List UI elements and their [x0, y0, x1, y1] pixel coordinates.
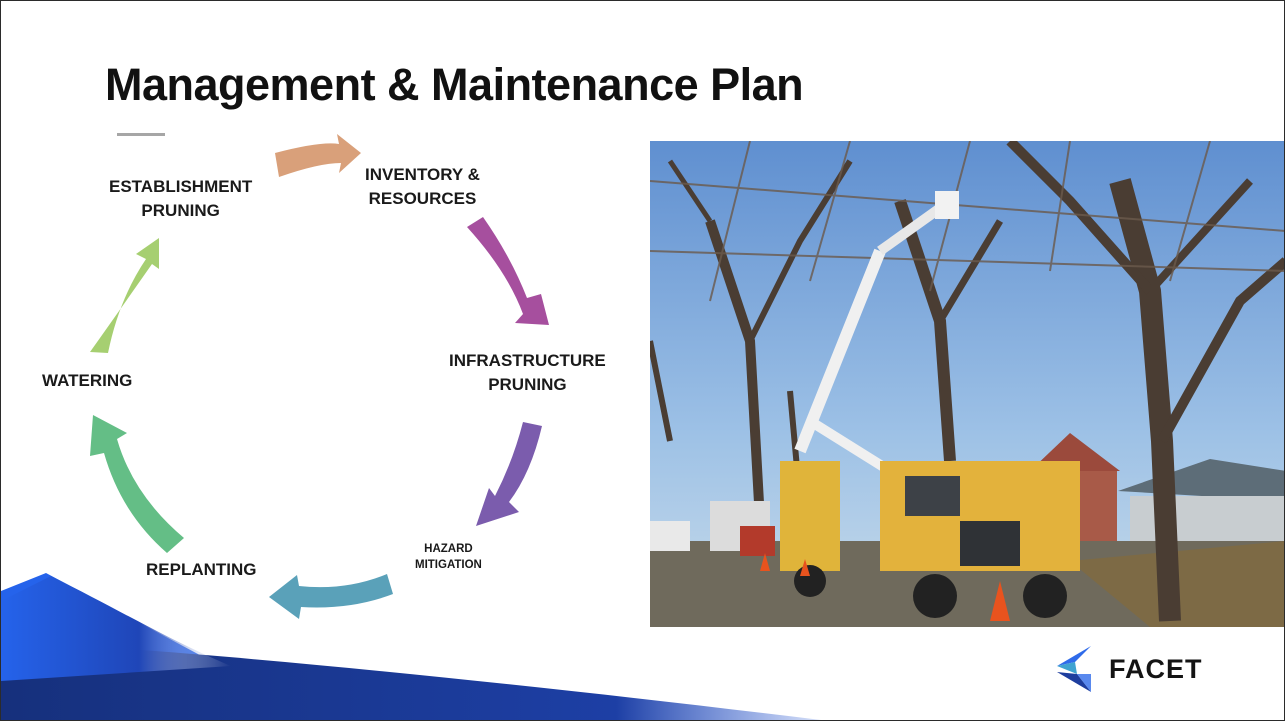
cycle-step-infrastructure: INFRASTRUCTURE PRUNING [449, 349, 606, 397]
cycle-diagram [90, 134, 549, 619]
title-underline [117, 133, 165, 136]
cycle-step-label: REPLANTING [146, 560, 257, 579]
arrow-to-inventory [275, 134, 361, 177]
cycle-step-label: INVENTORY & [365, 165, 480, 184]
arrow-to-watering [90, 415, 184, 553]
tree-pruning-photo [650, 141, 1284, 627]
arrow-to-hazard [476, 422, 542, 526]
arrow-to-infrastructure [467, 217, 549, 325]
cycle-step-replanting: REPLANTING [146, 558, 257, 582]
cycle-step-inventory: INVENTORY & RESOURCES [365, 163, 480, 211]
cycle-step-hazard: HAZARD MITIGATION [415, 541, 482, 573]
arrow-to-replanting [269, 574, 393, 619]
cycle-step-label: ESTABLISHMENT [109, 177, 253, 196]
cycle-step-label: MITIGATION [415, 559, 482, 571]
brand-logo: FACET [1055, 644, 1203, 694]
facet-logo-icon [1057, 646, 1091, 692]
cycle-step-label: RESOURCES [368, 189, 477, 208]
arrow-to-establishment [90, 238, 159, 353]
page-title: Management & Maintenance Plan [105, 59, 804, 110]
cycle-step-establishment: ESTABLISHMENT PRUNING [109, 175, 252, 223]
cycle-step-label: INFRASTRUCTURE [449, 351, 606, 370]
cycle-step-label: PRUNING [141, 201, 220, 220]
brand-name: FACET [1109, 653, 1203, 684]
bucket-truck-photo-illustration [650, 141, 1284, 627]
cycle-step-watering: WATERING [42, 369, 132, 393]
cycle-step-label: WATERING [42, 371, 133, 390]
cycle-step-label: HAZARD [424, 543, 473, 555]
cycle-step-label: PRUNING [488, 375, 567, 394]
